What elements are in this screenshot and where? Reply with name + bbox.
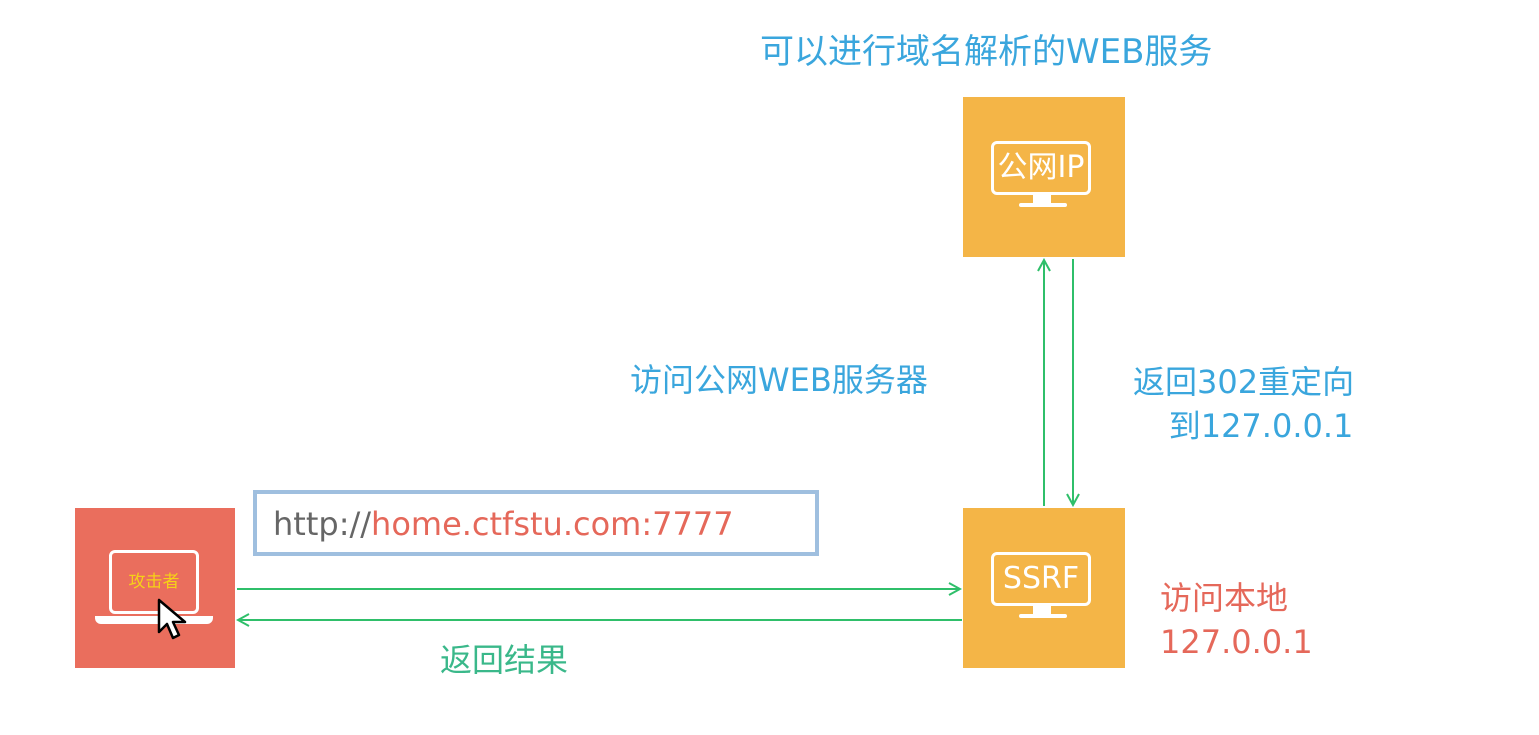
edge-label-redirect-line1: 返回302重定向 bbox=[1133, 363, 1355, 401]
monitor-icon: SSRF bbox=[991, 552, 1091, 606]
monitor-stand-icon bbox=[1033, 606, 1051, 616]
mouse-cursor-icon bbox=[157, 598, 187, 640]
ssrf-label: SSRF bbox=[1002, 561, 1080, 596]
edge-label-redirect: 返回302重定向 到127.0.0.1 bbox=[1133, 360, 1354, 448]
monitor-stand-icon bbox=[1033, 195, 1051, 205]
edge-label-result: 返回结果 bbox=[440, 641, 569, 679]
laptop-base-icon bbox=[95, 616, 213, 624]
url-host: home.ctfstu.com:7777 bbox=[371, 505, 734, 543]
laptop-icon: 攻击者 bbox=[109, 550, 199, 614]
attacker-node: 攻击者 bbox=[75, 508, 235, 668]
monitor-base-icon bbox=[1019, 203, 1067, 207]
monitor-icon: 公网IP bbox=[991, 141, 1091, 195]
diagram-title: 可以进行域名解析的WEB服务 bbox=[760, 32, 1213, 72]
public-ip-server-node: 公网IP bbox=[963, 97, 1125, 257]
ssrf-server-node: SSRF bbox=[963, 508, 1125, 668]
edge-label-local-line1: 访问本地 bbox=[1160, 579, 1289, 617]
edge-label-visit-web: 访问公网WEB服务器 bbox=[630, 361, 928, 399]
monitor-base-icon bbox=[1019, 614, 1067, 618]
edge-label-redirect-line2: 到127.0.0.1 bbox=[1168, 407, 1354, 445]
edge-label-local-line2: 127.0.0.1 bbox=[1160, 623, 1313, 661]
url-box: http://home.ctfstu.com:7777 bbox=[253, 490, 819, 556]
url-text: http://home.ctfstu.com:7777 bbox=[273, 504, 734, 544]
edge-label-local: 访问本地 127.0.0.1 bbox=[1160, 576, 1313, 664]
public-ip-label: 公网IP bbox=[997, 150, 1085, 185]
attacker-label: 攻击者 bbox=[128, 572, 180, 592]
url-scheme: http:// bbox=[273, 505, 372, 543]
